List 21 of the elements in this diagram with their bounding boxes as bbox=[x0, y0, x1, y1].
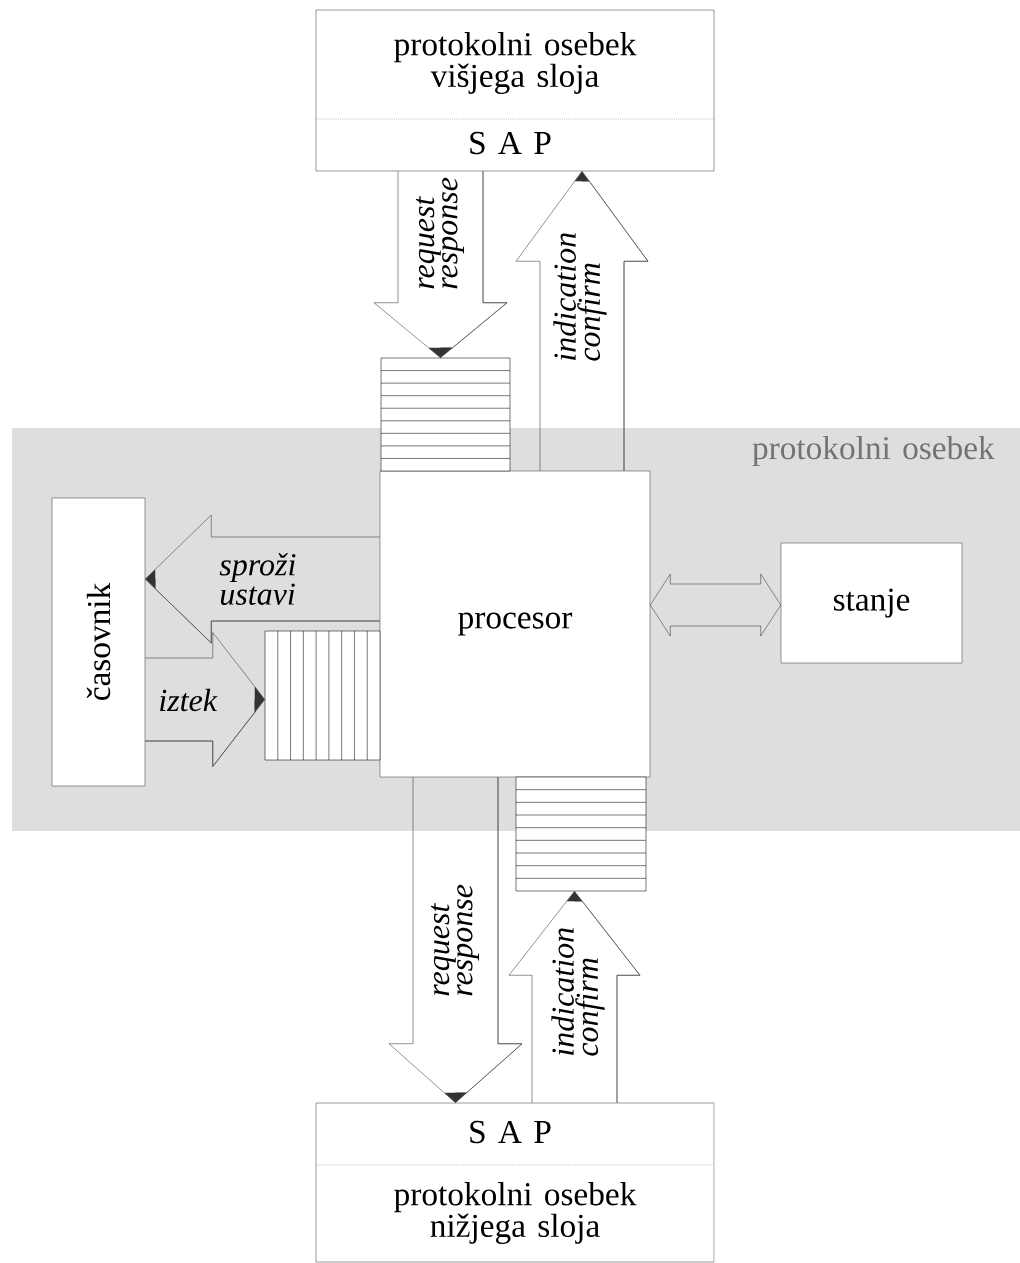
layer-box: S A P protokolni osebek nižjega sloja bbox=[315, 1102, 715, 1263]
block-arrow bbox=[145, 632, 265, 767]
block-arrow bbox=[515, 171, 649, 471]
process-box: stanje bbox=[780, 542, 963, 664]
queue bbox=[264, 630, 381, 761]
layer-box: protokolni osebek višjega sloja S A P bbox=[315, 9, 715, 172]
edge-label: iztek bbox=[160, 688, 218, 712]
block-arrow bbox=[388, 777, 523, 1103]
block-arrow bbox=[508, 891, 641, 1103]
block-arrow bbox=[650, 573, 781, 637]
queue bbox=[380, 357, 511, 472]
queue bbox=[515, 776, 647, 892]
edge-label: indication confirm bbox=[553, 233, 607, 361]
edge-label: indication confirm bbox=[551, 928, 605, 1056]
edge-label: sproži ustavi bbox=[219, 553, 296, 605]
process-box: procesor bbox=[379, 470, 651, 778]
edge-label: request response bbox=[416, 177, 465, 289]
edge-label: request response bbox=[431, 884, 480, 996]
process-box: časovnik bbox=[51, 497, 146, 787]
block-arrow bbox=[145, 514, 380, 644]
block-arrow bbox=[373, 171, 508, 358]
